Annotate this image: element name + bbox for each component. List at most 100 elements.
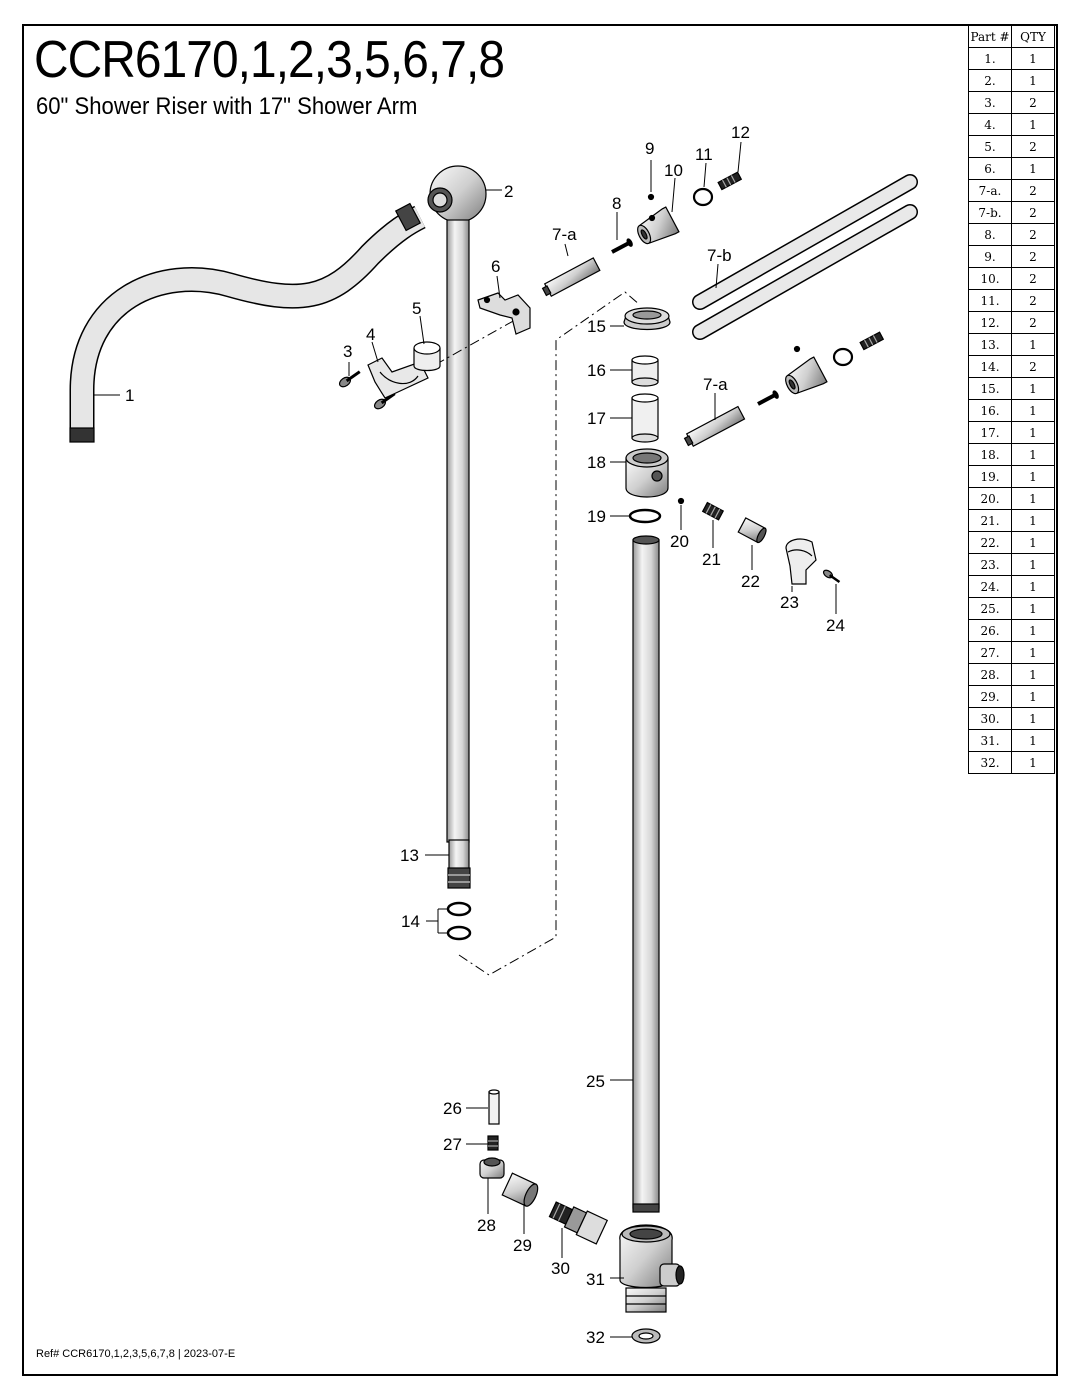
sleeve-part-29 <box>501 1172 539 1207</box>
assembly-guide-line <box>458 291 641 976</box>
part-number-cell: 28. <box>968 663 1012 686</box>
nut-part-28 <box>479 1157 505 1179</box>
parts-table-row: 31.1 <box>968 729 1055 752</box>
cartridge-part-30 <box>548 1201 609 1245</box>
quantity-cell: 1 <box>1011 619 1055 642</box>
parts-table-header: Part # QTY <box>968 25 1055 48</box>
parts-table-row: 20.1 <box>968 487 1055 510</box>
elbow-part-2 <box>427 165 487 223</box>
quantity-cell: 1 <box>1011 421 1055 444</box>
callout-7a-mid: 7-a <box>703 375 728 394</box>
sleeve-part-16 <box>631 355 659 387</box>
callout-7a-top: 7-a <box>552 225 577 244</box>
leader-lines <box>94 141 837 1338</box>
bracket-part-6 <box>477 292 531 335</box>
parts-table-row: 19.1 <box>968 465 1055 488</box>
callout-31: 31 <box>586 1270 605 1289</box>
page-title: CCR6170,1,2,3,5,6,7,8 <box>34 31 505 89</box>
callout-27: 27 <box>443 1135 462 1154</box>
callout-3: 3 <box>343 342 352 361</box>
parts-table-row: 16.1 <box>968 399 1055 422</box>
o-rings-part-14 <box>446 901 472 941</box>
callout-30: 30 <box>551 1259 570 1278</box>
tube-part-17 <box>631 393 659 443</box>
page-subtitle: 60" Shower Riser with 17" Shower Arm <box>36 93 418 120</box>
parts-table-row: 32.1 <box>968 751 1055 774</box>
quantity-cell: 2 <box>1011 91 1055 114</box>
callout-22: 22 <box>741 572 760 591</box>
spring-part-27 <box>487 1135 499 1151</box>
parts-table-row: 10.2 <box>968 267 1055 290</box>
callout-21: 21 <box>702 550 721 569</box>
ring-part-11 <box>692 187 714 207</box>
part-number-cell: 19. <box>968 465 1012 488</box>
clip-part-23 <box>785 538 817 585</box>
cap-part-15 <box>623 307 671 331</box>
callout-1: 1 <box>125 386 134 405</box>
diverter-body-part-31 <box>619 1224 685 1313</box>
parts-table-row: 18.1 <box>968 443 1055 466</box>
knob-part-10 <box>637 206 680 245</box>
ring-mid <box>832 347 854 367</box>
button-part-22 <box>737 517 767 544</box>
callout-8: 8 <box>612 194 621 213</box>
callout-2: 2 <box>504 182 513 201</box>
callout-labels: 1 2 3 4 5 6 7-a 7-b 7-a 8 9 10 11 12 13 … <box>125 123 845 1347</box>
slide-bar-part-25 <box>632 535 660 1213</box>
quantity-cell: 1 <box>1011 465 1055 488</box>
quantity-cell: 1 <box>1011 47 1055 70</box>
callout-5: 5 <box>412 299 421 318</box>
parts-table-row: 6.1 <box>968 157 1055 180</box>
callout-32: 32 <box>586 1328 605 1347</box>
shower-arm-part-1 <box>69 202 426 443</box>
callout-19: 19 <box>587 507 606 526</box>
part-number-cell: 27. <box>968 641 1012 664</box>
screw-part-24 <box>822 569 841 584</box>
parts-table-row: 3.2 <box>968 91 1055 114</box>
ball-mid <box>793 345 801 353</box>
spring-part-21 <box>701 501 725 521</box>
parts-table-row: 25.1 <box>968 597 1055 620</box>
part-number-cell: 32. <box>968 751 1012 774</box>
callout-29: 29 <box>513 1236 532 1255</box>
ball-part-9 <box>647 193 655 201</box>
parts-table-row: 7-a.2 <box>968 179 1055 202</box>
parts-table-row: 2.1 <box>968 69 1055 92</box>
callout-20: 20 <box>670 532 689 551</box>
callout-11: 11 <box>695 145 713 164</box>
part-number-cell: 7-a. <box>968 179 1012 202</box>
callout-6: 6 <box>491 257 500 276</box>
callout-4: 4 <box>366 325 375 344</box>
reference-footer: Ref# CCR6170,1,2,3,5,6,7,8 | 2023-07-E <box>36 1348 236 1360</box>
callout-7b: 7-b <box>707 246 732 265</box>
clamp-part-4 <box>367 357 429 399</box>
column-header-part: Part # <box>968 25 1012 48</box>
callout-26: 26 <box>443 1099 462 1118</box>
part-number-cell: 31. <box>968 729 1012 752</box>
rod-part-7a-mid <box>683 405 746 447</box>
callout-24: 24 <box>826 616 845 635</box>
parts-table-row: 29.1 <box>968 685 1055 708</box>
set-screw-mid <box>859 331 885 351</box>
part-number-cell: 22. <box>968 531 1012 554</box>
pin-part-26 <box>488 1089 500 1125</box>
callout-15: 15 <box>587 317 606 336</box>
callout-13: 13 <box>400 846 419 865</box>
quantity-cell: 1 <box>1011 751 1055 774</box>
callout-23: 23 <box>780 593 799 612</box>
parts-table-row: 21.1 <box>968 509 1055 532</box>
part-number-cell: 14. <box>968 355 1012 378</box>
quantity-cell: 1 <box>1011 333 1055 356</box>
screws-part-3 <box>338 370 396 410</box>
part-number-cell: 18. <box>968 443 1012 466</box>
part-number-cell: 21. <box>968 509 1012 532</box>
callout-9: 9 <box>645 139 654 158</box>
parts-table-row: 27.1 <box>968 641 1055 664</box>
holder-part-18 <box>625 448 669 498</box>
screw-mid <box>757 390 779 406</box>
screw-part-8 <box>611 238 633 254</box>
rods-part-7b <box>692 174 918 340</box>
parts-table-row: 17.1 <box>968 421 1055 444</box>
callout-18: 18 <box>587 453 606 472</box>
